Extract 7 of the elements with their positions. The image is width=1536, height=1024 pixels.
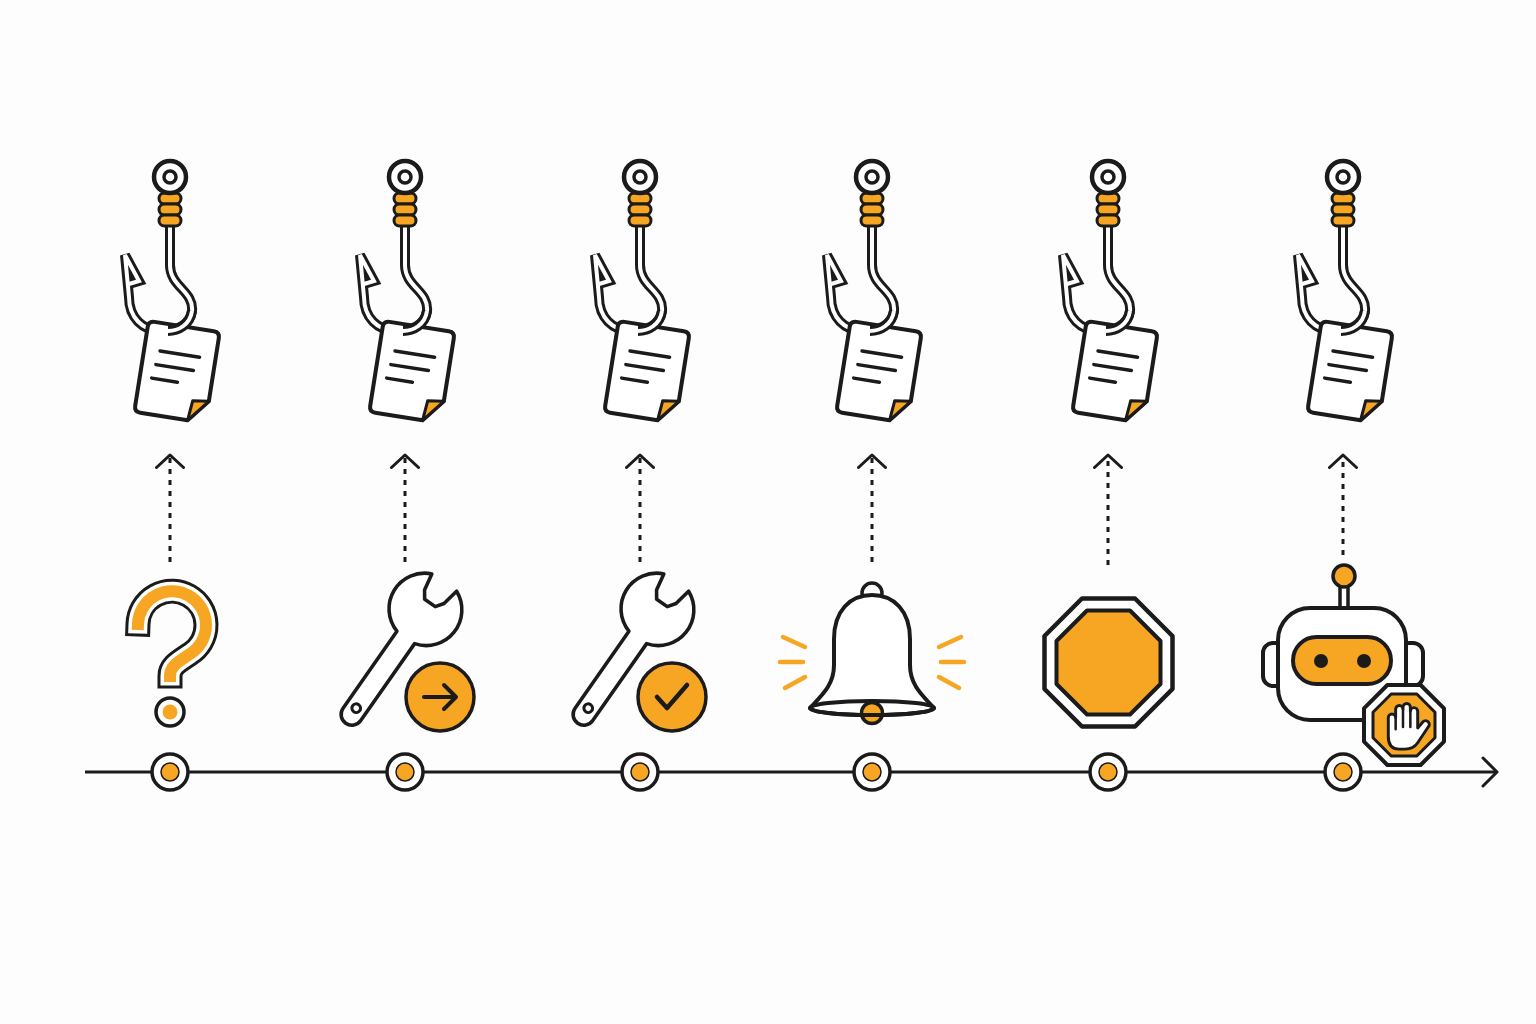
dotted-arrow (155, 453, 185, 562)
stop-sign-icon (1040, 594, 1177, 731)
dotted-arrow (1093, 453, 1123, 565)
dotted-arrow (857, 453, 887, 562)
dotted-arrow (390, 453, 420, 562)
dotted-arrow (1328, 453, 1358, 555)
dotted-arrow (625, 453, 655, 562)
